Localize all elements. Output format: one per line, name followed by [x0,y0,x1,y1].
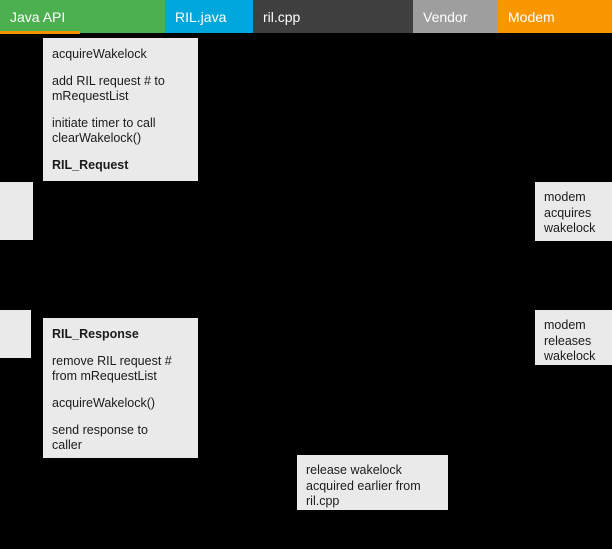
note-modem-releases-wakelock[interactable]: modem releases wakelock [535,310,612,365]
note-line: RIL_Response [52,327,139,341]
note-release-wakelock-body: release wakelock acquired earlier from r… [297,455,448,510]
note-java-api-upper[interactable] [0,182,33,240]
note-modem-releases-wakelock-body: modem releases wakelock [535,310,612,365]
lane-label-java-api: Java API [10,8,66,25]
lane-label-modem: Modem [508,8,555,25]
note-line: RIL_Request [52,158,129,172]
note-java-api-lower-body [0,310,31,326]
lane-header-java-api[interactable]: Java API [0,0,165,33]
note-ril-request[interactable]: acquireWakelock add RIL request # to mReq… [43,38,198,181]
note-line: acquireWakelock [52,47,147,61]
note-modem-acquires-wakelock[interactable]: modem acquires wakelock [535,182,612,241]
lane-header-underline [0,31,80,34]
note-line: initiate timer to call clearWakelock() [52,116,156,145]
note-release-wakelock[interactable]: release wakelock acquired earlier from r… [297,455,448,510]
note-java-api-upper-body [0,182,33,198]
lane-label-vendor: Vendor [423,8,468,25]
note-modem-acquires-wakelock-body: modem acquires wakelock [535,182,612,241]
note-line: send response to caller [52,423,148,452]
note-line: modem releases wakelock [544,318,596,363]
note-line: remove RIL request # from mRequestList [52,354,172,383]
lane-header-ril-cpp[interactable]: ril.cpp [253,0,413,33]
note-ril-request-body: acquireWakelock add RIL request # to mReq… [43,38,198,181]
lane-label-ril-cpp: ril.cpp [263,8,301,25]
note-java-api-lower[interactable] [0,310,31,358]
note-line: add RIL request # to mRequestList [52,74,165,103]
note-line: release wakelock acquired earlier from r… [306,463,421,508]
lane-label-ril-java: RIL.java [175,8,227,25]
lane-header-modem[interactable]: Modem [498,0,612,33]
lane-header-vendor[interactable]: Vendor [413,0,498,33]
lane-header-bar: Java API RIL.java ril.cpp Vendor Modem [0,0,612,33]
note-line: acquireWakelock() [52,396,156,410]
lane-header-ril-java[interactable]: RIL.java [165,0,253,33]
note-line: modem acquires wakelock [544,190,596,235]
